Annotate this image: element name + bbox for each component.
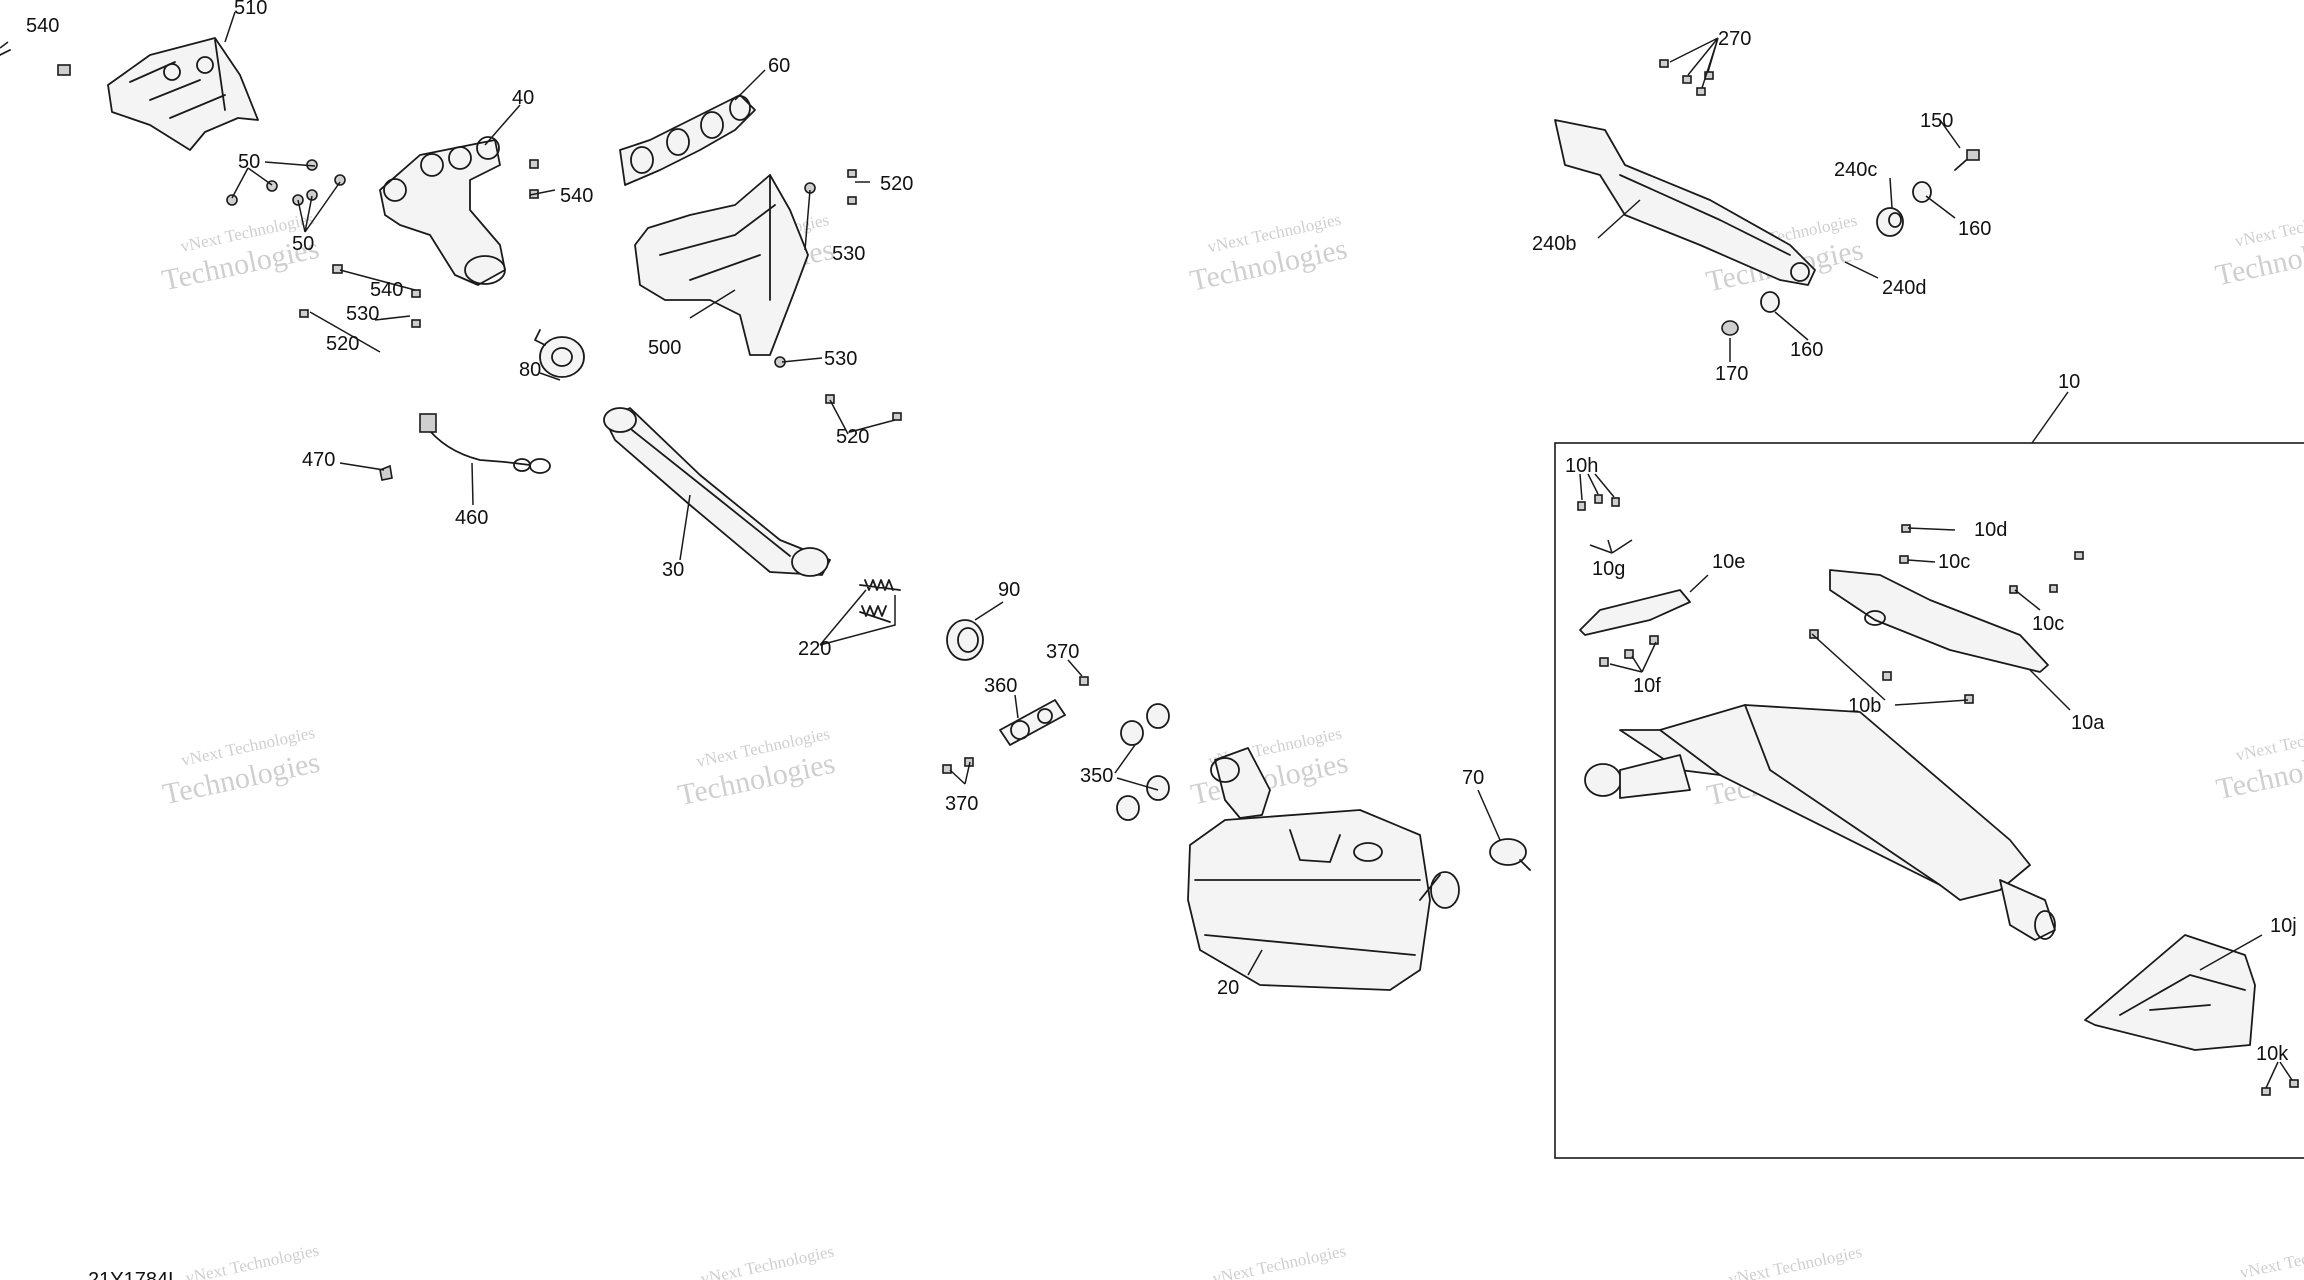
callout-60: 60 bbox=[768, 55, 790, 77]
part-500-heat-shield bbox=[634, 174, 809, 356]
part-10j-exhaust-tip bbox=[2084, 934, 2256, 1051]
drawing-reference-code: 21Y1784L bbox=[88, 1269, 179, 1280]
callout-10j: 10j bbox=[2270, 915, 2297, 937]
part-240b-bracket bbox=[1554, 119, 1816, 286]
callout-520: 520 bbox=[326, 333, 359, 355]
part-350-grommets bbox=[1116, 703, 1170, 821]
part-470-clip bbox=[379, 464, 393, 481]
callout-10d: 10d bbox=[1974, 519, 2007, 541]
callout-50: 50 bbox=[292, 233, 314, 255]
part-150-bolt bbox=[1954, 149, 1980, 171]
callout-370: 370 bbox=[945, 793, 978, 815]
part-160-washer bbox=[1760, 181, 1932, 313]
callout-80: 80 bbox=[519, 359, 541, 381]
callout-520: 520 bbox=[836, 426, 869, 448]
part-70-clamp bbox=[1489, 838, 1531, 871]
part-270-bolts bbox=[1659, 59, 1714, 96]
callout-10f: 10f bbox=[1633, 675, 1661, 697]
callout-50: 50 bbox=[238, 151, 260, 173]
part-80-clamp bbox=[534, 329, 585, 378]
assembly-10-hardware bbox=[1577, 494, 2299, 1096]
callout-530: 530 bbox=[346, 303, 379, 325]
part-10-silencer bbox=[1584, 704, 2056, 941]
callout-labels: 540 510 60 40 50 50 540 520 530 540 530 … bbox=[26, 0, 2297, 1065]
part-20-muffler bbox=[1187, 747, 1460, 991]
part-90-ring-gasket bbox=[946, 619, 984, 661]
callout-530: 530 bbox=[824, 348, 857, 370]
part-220-springs bbox=[859, 579, 901, 623]
watermark-small: vNext Technologies bbox=[1211, 1241, 1348, 1280]
callout-70: 70 bbox=[1462, 767, 1484, 789]
callout-10: 10 bbox=[2058, 371, 2080, 393]
part-40-exhaust-manifold bbox=[379, 136, 506, 286]
callout-350: 350 bbox=[1080, 765, 1113, 787]
watermark-small: vNext Technologies bbox=[184, 1241, 321, 1280]
callout-150: 150 bbox=[1920, 110, 1953, 132]
part-510-heat-shield bbox=[107, 37, 259, 151]
callout-220: 220 bbox=[798, 638, 831, 660]
part-240c-bushing bbox=[1876, 207, 1904, 237]
callout-10e: 10e bbox=[1712, 551, 1745, 573]
callout-170: 170 bbox=[1715, 363, 1748, 385]
callout-40: 40 bbox=[512, 87, 534, 109]
callout-160: 160 bbox=[1958, 218, 1991, 240]
watermark-small: vNext Technologies bbox=[1727, 1242, 1864, 1280]
part-10a-cover bbox=[1829, 569, 2049, 673]
callout-240d: 240d bbox=[1882, 277, 1927, 299]
part-60-gasket bbox=[619, 94, 756, 186]
watermark-small: vNext Technologies bbox=[2238, 1235, 2304, 1280]
callout-10h: 10h bbox=[1565, 455, 1598, 477]
callout-20: 20 bbox=[1217, 977, 1239, 999]
callout-160: 160 bbox=[1790, 339, 1823, 361]
callout-10c: 10c bbox=[2032, 613, 2064, 635]
callout-500: 500 bbox=[648, 337, 681, 359]
callout-240c: 240c bbox=[1834, 159, 1877, 181]
watermark-small: vNext Technologies bbox=[699, 1242, 836, 1280]
callout-10b: 10b bbox=[1848, 695, 1881, 717]
assembly-10-frame bbox=[1554, 442, 2304, 1159]
part-10e-shield bbox=[1579, 589, 1691, 636]
callout-510: 510 bbox=[234, 0, 267, 19]
callout-240b: 240b bbox=[1532, 233, 1577, 255]
callout-10a: 10a bbox=[2071, 712, 2105, 734]
callout-540: 540 bbox=[370, 279, 403, 301]
part-540-nut bbox=[0, 49, 71, 76]
callout-10g: 10g bbox=[1592, 558, 1625, 580]
part-170-nut bbox=[1721, 320, 1739, 336]
callout-540: 540 bbox=[560, 185, 593, 207]
part-30-exhaust-pipe bbox=[603, 407, 831, 577]
leader-lines bbox=[0, 11, 2293, 1089]
callout-470: 470 bbox=[302, 449, 335, 471]
callout-530: 530 bbox=[832, 243, 865, 265]
callout-520: 520 bbox=[880, 173, 913, 195]
part-360-bracket bbox=[999, 699, 1066, 746]
callout-90: 90 bbox=[998, 579, 1020, 601]
callout-10k: 10k bbox=[2256, 1043, 2289, 1065]
fasteners-left-cluster bbox=[226, 159, 902, 421]
callout-10c: 10c bbox=[1938, 551, 1970, 573]
callout-360: 360 bbox=[984, 675, 1017, 697]
callout-460: 460 bbox=[455, 507, 488, 529]
callout-370: 370 bbox=[1046, 641, 1079, 663]
callout-30: 30 bbox=[662, 559, 684, 581]
part-460-oxygen-sensor bbox=[419, 413, 551, 474]
callout-540: 540 bbox=[26, 15, 59, 37]
callout-270: 270 bbox=[1718, 28, 1751, 50]
